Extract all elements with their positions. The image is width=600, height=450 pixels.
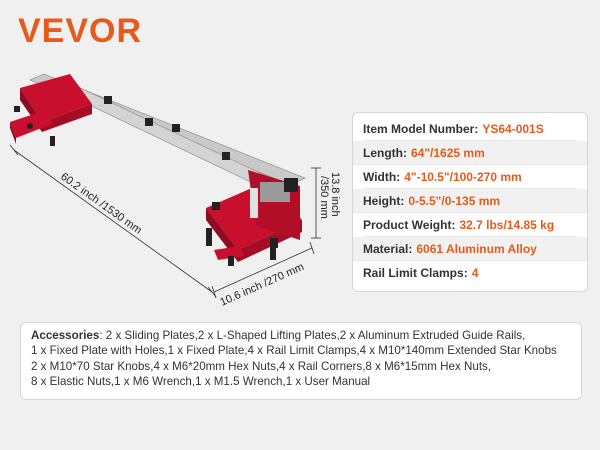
vevor-logo: VEVOR [18,12,143,50]
spec-row-length: Length:64"/1625 mm [353,141,587,165]
spec-row-height: Height:0-5.5"/0-135 mm [353,189,587,213]
clamp-2 [145,118,153,126]
accessories-line-4: 8 x Elastic Nuts,1 x M6 Wrench,1 x M1.5 … [31,375,371,389]
clamp-4 [222,152,230,160]
spec-row-rail-limit-clamps: Rail Limit Clamps:4 [363,265,479,280]
spec-table: Item Model Number:YS64-001S Length:64"/1… [352,112,588,292]
height-dimension-label-mm: /350 mm [318,176,330,219]
clamp-3 [172,124,180,132]
right-sliding-plate [206,170,302,266]
accessories-line-1: Accessories: 2 x Sliding Plates,2 x L-Sh… [31,329,526,342]
spec-row-material: Material:6061 Aluminum Alloy [353,237,587,261]
accessories-title: Accessories [31,329,100,342]
spec-row-model: Item Model Number:YS64-001S [363,117,577,141]
clamp-1 [104,96,112,104]
length-dimension-label: 60.2 inch /1530 mm [58,171,144,237]
length-dimension-line [13,149,213,293]
spec-row-weight: Product Weight:32.7 lbs/14.85 kg [363,213,577,237]
spec-row-width: Width:4"-10.5"/100-270 mm [363,165,577,189]
left-fixed-plate [10,74,92,146]
height-dimension-label-inch: 13.8 inch [329,172,341,217]
width-dimension-label: 10.6 inch /270 mm [218,261,306,309]
product-illustration: 60.2 inch /1530 mm 10.6 inch /270 mm 13.… [9,73,341,309]
width-dimension-line [213,247,313,293]
accessories-line-3: 2 x M10*70 Star Knobs,4 x M6*20mm Hex Nu… [31,359,492,373]
accessories-line-2: 1 x Fixed Plate with Holes,1 x Fixed Pla… [31,344,557,358]
accessories-box: Accessories: 2 x Sliding Plates,2 x L-Sh… [20,322,582,400]
